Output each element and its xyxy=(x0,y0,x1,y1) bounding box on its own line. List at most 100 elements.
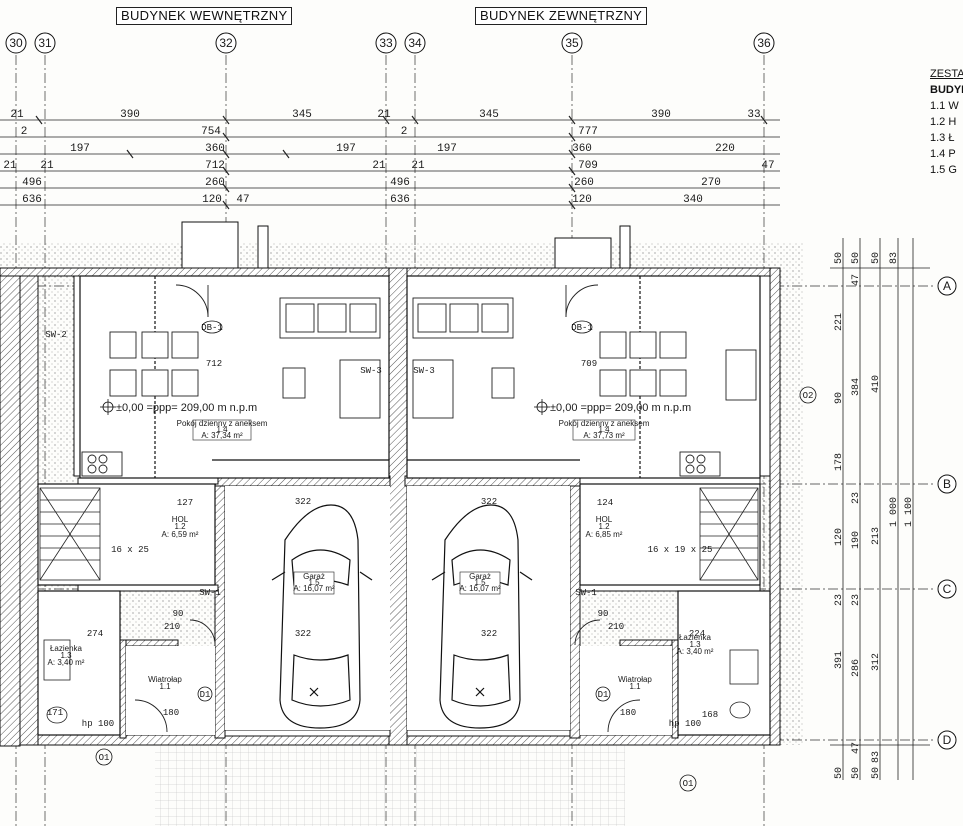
rdim-c4-1: 1 000 xyxy=(889,497,900,527)
room-num-right-living: 1.4 xyxy=(598,425,610,434)
dim-r6-2: 47 xyxy=(236,194,249,206)
axis-label-34: 34 xyxy=(408,36,422,50)
legend-subtitle: BUDYNEK xyxy=(930,84,963,96)
dimension-ticks xyxy=(35,115,768,210)
coffee-table xyxy=(491,367,515,399)
garage-car-left xyxy=(271,504,373,729)
room-area-left-garage: A: 16,07 m² xyxy=(293,584,335,593)
axis-bubble-31 xyxy=(34,32,56,54)
dim-r3-1: 360 xyxy=(205,143,225,155)
dim-r4-1: 21 xyxy=(40,160,54,172)
rdim-c1-2: 90 xyxy=(834,392,845,404)
level-mark-right: ±0,00 =ppp= 209,00 m n.p.m xyxy=(550,402,691,414)
door-d1-left: D1 xyxy=(200,690,211,700)
sw-tag-3b: SW-3 xyxy=(413,366,435,376)
dim-r3-3: 197 xyxy=(437,143,457,155)
dining-chair xyxy=(141,331,169,359)
dim-r1-1: 390 xyxy=(120,109,140,121)
rdim-c3-0: 50 xyxy=(871,252,882,264)
rdim-c1-1: 221 xyxy=(834,313,845,331)
rdim-c2-2: 384 xyxy=(851,378,862,396)
hp-label-right: hp 100 xyxy=(669,719,701,729)
level-mark-left: ±0,00 =ppp= 209,00 m n.p.m xyxy=(116,402,257,414)
window-tag-o1-left: O1 xyxy=(99,753,110,763)
dim-r2-1: 754 xyxy=(201,126,221,138)
rdim-c3-5: 50 xyxy=(871,767,882,779)
dim-r2-3: 777 xyxy=(578,126,598,138)
dim-r4-4: 21 xyxy=(411,160,425,172)
dim-r6-3: 636 xyxy=(390,194,410,206)
window-tag-o1-right: O1 xyxy=(683,779,694,789)
room-label-left-living: Pokój dzienny z aneksem xyxy=(177,419,268,428)
axis-bubble-32 xyxy=(215,32,237,54)
axis-bubble-33 xyxy=(375,32,397,54)
dining-chair xyxy=(599,331,627,359)
dining-chair xyxy=(109,331,137,359)
rdim-c1-6: 391 xyxy=(834,651,845,669)
room-num-left-garage: 1.5 xyxy=(308,578,320,587)
doors xyxy=(134,284,641,733)
plan-dim-712: 712 xyxy=(206,359,222,369)
rdim-c1-4: 120 xyxy=(834,528,845,546)
plan-dim-171: 171 xyxy=(47,708,63,718)
right-dimension-lines xyxy=(830,238,930,780)
rdim-c3-2: 213 xyxy=(871,527,882,545)
axis-bubble-B xyxy=(937,474,957,494)
room-fills xyxy=(38,276,770,735)
building-walls xyxy=(0,267,781,746)
sw-tag-1b: SW-1 xyxy=(575,588,597,598)
room-area-left-hall: A: 6,59 m² xyxy=(162,530,199,539)
plan-dim-224: 224 xyxy=(689,629,705,639)
sw-tag-3: SW-3 xyxy=(360,366,382,376)
dim-r1-6: 33 xyxy=(747,109,760,121)
axis-label-35: 35 xyxy=(565,36,579,50)
heading-inner-building: BUDYNEK WEWNĘTRZNY xyxy=(116,7,293,25)
room-schedule-legend: ZESTAWIENIE BUDYNEK 1.1 W 1.2 H 1.3 Ł 1.… xyxy=(930,66,963,178)
dim-r1-2: 345 xyxy=(292,109,312,121)
dining-chair xyxy=(659,331,687,359)
legend-item: 1.2 H xyxy=(930,116,957,128)
door-d1-right: D1 xyxy=(598,690,609,700)
dim-r5-0: 496 xyxy=(22,177,42,189)
rdim-c2-3: 23 xyxy=(851,492,862,504)
rdim-c2-8: 50 xyxy=(851,767,862,779)
staircases xyxy=(39,487,759,581)
plan-dim-322d: 322 xyxy=(481,629,497,639)
top-dimension-lines xyxy=(0,119,780,206)
bathroom-fixtures xyxy=(43,639,759,724)
neighbor-walls xyxy=(0,275,21,747)
plan-dim-274: 274 xyxy=(87,629,103,639)
room-label-right-bath: Łazienka xyxy=(679,633,712,642)
dim-r5-1: 260 xyxy=(205,177,225,189)
room-num-left-living: 1.4 xyxy=(216,425,228,434)
plan-dim-124: 124 xyxy=(597,498,613,508)
dining-chair xyxy=(629,369,657,397)
room-num-left-hall: 1.2 xyxy=(174,522,186,531)
axis-label-32: 32 xyxy=(219,36,233,50)
stairs-right-label: 16 x 19 x 25 xyxy=(648,545,713,555)
legend-item: 1.1 W xyxy=(930,100,959,112)
rdim-c2-0: 50 xyxy=(851,252,862,264)
room-num-right-hall: 1.2 xyxy=(598,522,610,531)
rdim-c3-4: 83 xyxy=(871,751,882,763)
room-num-right-bath: 1.3 xyxy=(689,640,701,649)
axis-label-31: 31 xyxy=(38,36,52,50)
dining-chair xyxy=(109,369,137,397)
rdim-c1-3: 178 xyxy=(834,453,845,471)
rdim-c4-0: 83 xyxy=(889,252,900,264)
axis-label-B: B xyxy=(943,477,951,491)
axis-bubble-34 xyxy=(404,32,426,54)
plan-dim-322a: 322 xyxy=(295,497,311,507)
room-label-right-garage: Garaż xyxy=(469,572,491,581)
door-tag-right: DB-1 xyxy=(571,323,593,333)
room-label-left-bath: Łazienka xyxy=(50,644,83,653)
plan-dim-210b: 210 xyxy=(608,622,624,632)
room-area-right-garage: A: 16,07 m² xyxy=(459,584,501,593)
rdim-c3-3: 312 xyxy=(871,653,882,671)
dim-r4-2: 712 xyxy=(205,160,225,172)
rdim-c3-1: 410 xyxy=(871,375,882,393)
dim-r5-3: 260 xyxy=(574,177,594,189)
plan-dim-90a: 90 xyxy=(173,609,184,619)
dim-r2-2: 2 xyxy=(401,126,408,138)
